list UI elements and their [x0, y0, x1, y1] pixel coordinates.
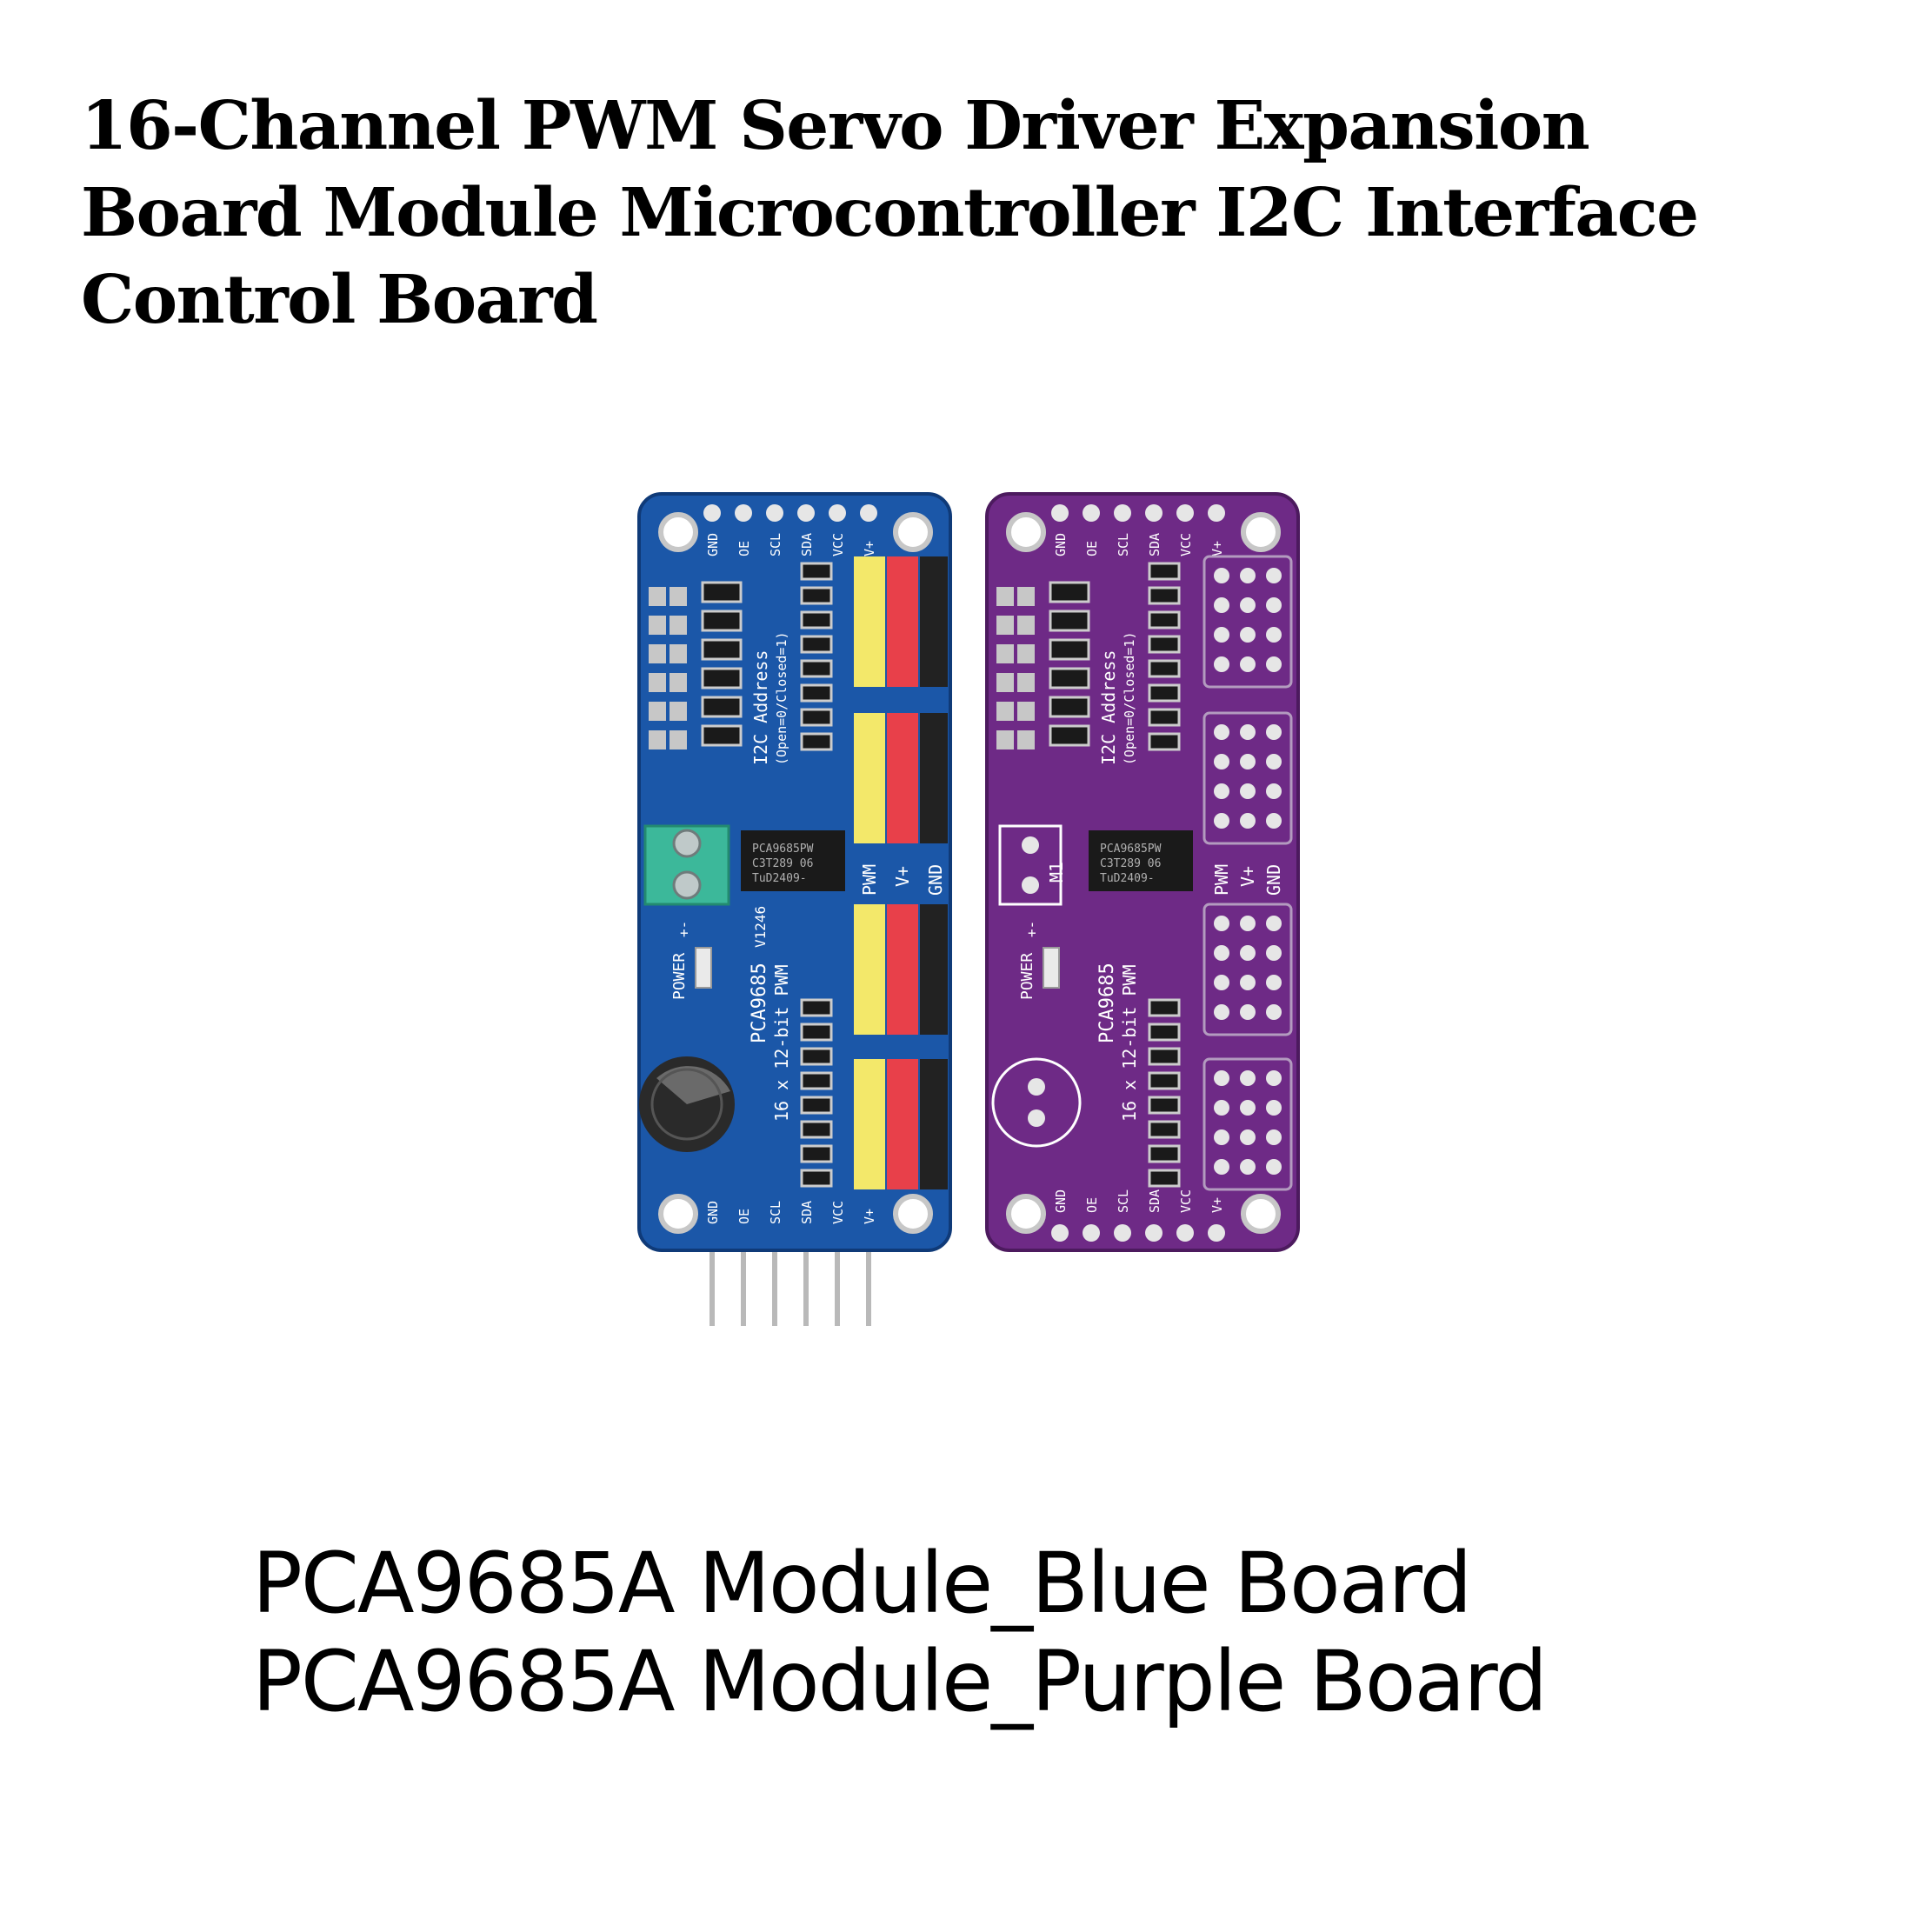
- purple-bottom-pin-label: SCL: [1116, 1189, 1131, 1213]
- blue-model-version: V1246: [752, 906, 769, 948]
- purple-header-label-pwm: PWM: [1211, 864, 1232, 896]
- purple-header-pads: [1203, 555, 1293, 1191]
- purple-pin-label: VCC: [1178, 533, 1194, 556]
- blue-chip-line-2: C3T289 06: [752, 857, 813, 870]
- blue-pin-label: SCL: [768, 533, 783, 556]
- blue-header-label-gnd: GND: [925, 864, 946, 896]
- blue-header-label-vplus: V+: [892, 866, 913, 887]
- blue-address-resistors: [701, 581, 743, 747]
- purple-plus-minus: +-: [1023, 921, 1040, 937]
- purple-pwm-description: 16 x 12-bit PWM: [1119, 964, 1140, 1122]
- caption-purple-board: PCA9685A Module_Purple Board: [252, 1633, 1548, 1730]
- title-line-1: 16-Channel PWM Servo Driver Expansion: [81, 87, 1590, 165]
- purple-pin-label: OE: [1084, 541, 1100, 556]
- purple-pin-label: GND: [1053, 533, 1069, 556]
- blue-bottom-pin-label: SDA: [799, 1201, 815, 1224]
- blue-resistor-column-bottom: [800, 998, 833, 1188]
- blue-pin-label: V+: [862, 541, 877, 556]
- purple-bottom-pin-label: VCC: [1178, 1189, 1194, 1213]
- blue-pin-label: GND: [705, 533, 721, 556]
- purple-board-top-pads: [1051, 504, 1225, 522]
- blue-pin-label: SDA: [799, 533, 815, 556]
- title-line-3: Control Board: [81, 261, 598, 339]
- blue-board-top-pads: [703, 504, 877, 522]
- blue-plus-minus: +-: [676, 921, 692, 937]
- purple-resistor-column-bottom: [1148, 998, 1181, 1188]
- blue-pin-label: VCC: [830, 533, 846, 556]
- title-line-2: Board Module Microcontroller I2C Interfa…: [81, 174, 1699, 252]
- product-title: 16-Channel PWM Servo Driver Expansion Bo…: [81, 83, 1872, 343]
- blue-address-jumpers: [649, 587, 687, 749]
- blue-pca9685-chip: PCA9685PW C3T289 06 TuD2409-: [741, 830, 845, 891]
- purple-power-label: POWER: [1018, 953, 1036, 1000]
- purple-pin-label: V+: [1209, 541, 1225, 556]
- purple-i2c-address-hint: (Open=0/Closed=1): [1122, 631, 1137, 765]
- blue-pin-label: OE: [736, 541, 752, 556]
- purple-bottom-pin-label: V+: [1209, 1197, 1225, 1213]
- blue-chip-line-3: TuD2409-: [752, 872, 807, 885]
- purple-address-resistors: [1049, 581, 1090, 747]
- blue-model-label: PCA9685: [749, 963, 770, 1043]
- purple-capacitor-footprint: [991, 1057, 1082, 1148]
- purple-terminal-footprint: M1: [998, 824, 1067, 906]
- caption-block: PCA9685A Module_Blue Board PCA9685A Modu…: [252, 1535, 1548, 1731]
- purple-chip-line-3: TuD2409-: [1100, 872, 1155, 885]
- blue-i2c-address-hint: (Open=0/Closed=1): [774, 631, 789, 765]
- purple-bottom-pin-label: GND: [1053, 1189, 1069, 1213]
- blue-bottom-pin-label: OE: [736, 1209, 752, 1224]
- purple-header-label-gnd: GND: [1263, 864, 1284, 896]
- blue-capacitor: [639, 1056, 735, 1152]
- purple-chip-line-1: PCA9685PW: [1100, 843, 1162, 856]
- blue-bottom-pin-label: GND: [705, 1201, 721, 1224]
- blue-screw-terminal: [643, 824, 730, 906]
- purple-i2c-address-label: I2C Address: [1098, 650, 1119, 765]
- blue-board: GND OE SCL SDA VCC V+ I2C Address (Ope: [637, 492, 952, 1326]
- blue-header-label-pwm: PWM: [859, 864, 880, 896]
- purple-address-jumpers: [996, 587, 1035, 749]
- blue-power-label: POWER: [670, 953, 689, 1000]
- purple-header-holes: [1214, 568, 1282, 1175]
- blue-bottom-pin-label: SCL: [768, 1201, 783, 1224]
- blue-chip-line-1: PCA9685PW: [752, 843, 814, 856]
- blue-i2c-address-label: I2C Address: [750, 650, 771, 765]
- blue-bottom-pin-label: VCC: [830, 1201, 846, 1224]
- blue-pwm-description: 16 x 12-bit PWM: [771, 964, 792, 1122]
- purple-terminal-label: M1: [1046, 862, 1067, 883]
- purple-board-bottom-pads: [1051, 1224, 1225, 1242]
- purple-board: GND OE SCL SDA VCC V+ I2C Address (Open=…: [985, 492, 1300, 1252]
- blue-resistor-column-top: [800, 562, 833, 751]
- purple-pin-label: SCL: [1116, 533, 1131, 556]
- purple-pca9685-chip: PCA9685PW C3T289 06 TuD2409-: [1089, 830, 1193, 891]
- purple-chip-line-2: C3T289 06: [1100, 857, 1161, 870]
- purple-bottom-pin-label: OE: [1084, 1197, 1100, 1213]
- caption-blue-board: PCA9685A Module_Blue Board: [252, 1535, 1472, 1632]
- purple-model-label: PCA9685: [1096, 963, 1118, 1043]
- purple-pin-label: SDA: [1147, 533, 1163, 556]
- purple-bottom-pin-label: SDA: [1147, 1189, 1163, 1213]
- purple-header-label-vplus: V+: [1237, 866, 1258, 887]
- purple-resistor-column-top: [1148, 562, 1181, 751]
- blue-bottom-pin-label: V+: [862, 1209, 877, 1224]
- blue-servo-headers: [854, 556, 948, 1189]
